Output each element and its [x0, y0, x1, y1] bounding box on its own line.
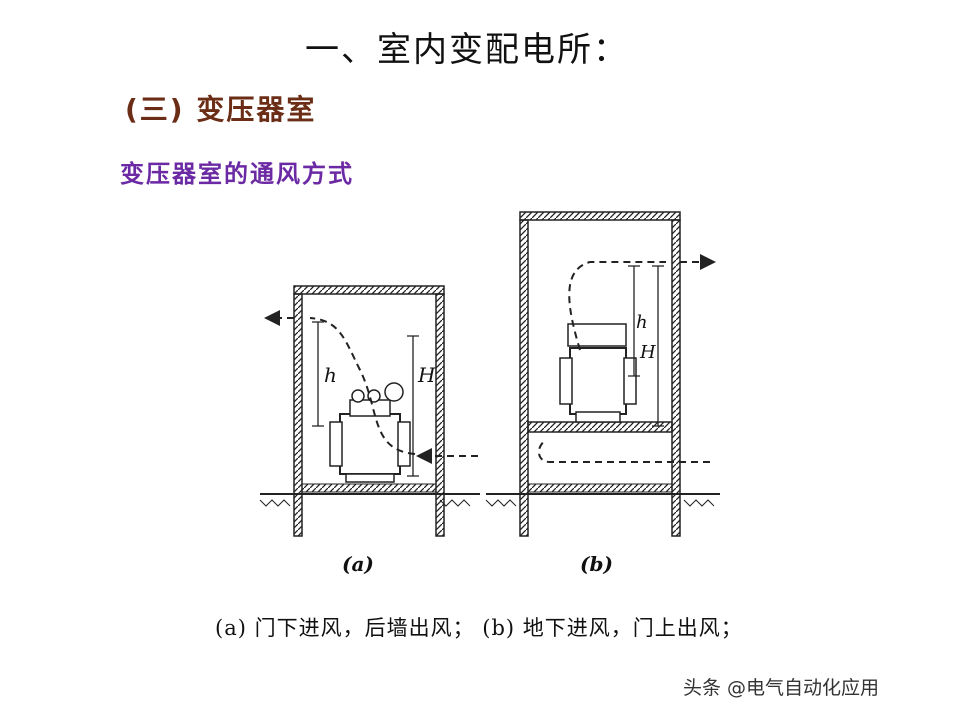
diagram-a: h H: [259, 285, 480, 537]
ventilation-diagram: h H h H: [259, 211, 720, 537]
section-heading: (三) 变压器室: [125, 93, 317, 126]
watermark: 头条 @电气自动化应用: [683, 677, 880, 699]
dim-label-h-b: h: [636, 312, 648, 333]
slide-title: 一、室内变配电所：: [305, 30, 629, 70]
dim-label-H-a: H: [417, 363, 436, 387]
figure-caption: (a) 门下进风，后墙出风； (b) 地下进风，门上出风；: [215, 616, 743, 640]
figure-label-b: (b): [580, 552, 613, 576]
dim-label-H-b: H: [639, 342, 656, 363]
diagram-b: h H: [485, 211, 720, 537]
figure-label-a: (a): [342, 552, 374, 576]
subtitle: 变压器室的通风方式: [120, 160, 354, 188]
dim-label-h-a: h: [324, 363, 337, 387]
transformer-b: [559, 323, 637, 423]
